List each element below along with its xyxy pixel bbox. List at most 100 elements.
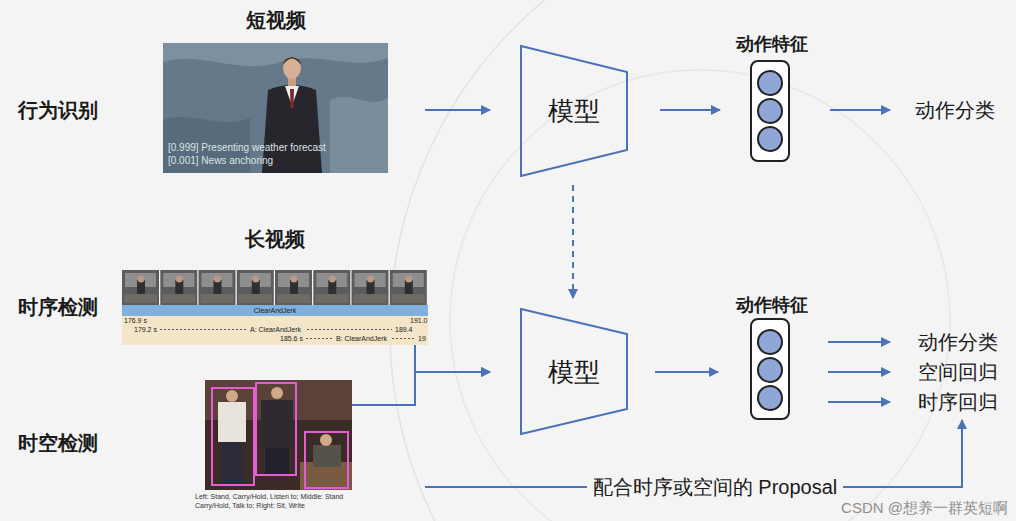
output-text: 时序回归 xyxy=(918,390,998,414)
person-head xyxy=(226,390,238,402)
output-label: 动作分类 xyxy=(918,330,998,354)
feature-vector xyxy=(751,61,789,161)
edge-label: 配合时序或空间的 Proposal xyxy=(587,475,844,499)
model-label: 模型 xyxy=(548,357,600,387)
time-label: 191.0 xyxy=(410,316,428,325)
person-head xyxy=(271,387,283,399)
output-label: 空间回归 xyxy=(918,360,998,384)
interval-line xyxy=(306,338,333,339)
ground-truth-bar xyxy=(122,305,428,316)
feature-cell xyxy=(758,330,782,354)
video-strip: 长视频ClearAndJerk176.9 s191.0179.2 sA: Cle… xyxy=(122,270,428,345)
flow-arrow xyxy=(655,371,718,373)
interval-line xyxy=(392,338,415,339)
feature-vector xyxy=(751,319,789,419)
presenter-hair xyxy=(283,57,301,65)
interval-label: B: ClearAndJerk xyxy=(336,334,387,343)
flow-arrow xyxy=(352,372,490,405)
flow-arrow xyxy=(830,109,890,111)
video-thumbnail: Left: Stand, Carry/Hold, Listen to; Midd… xyxy=(205,380,352,490)
interval-line xyxy=(160,329,246,330)
long-video-strip xyxy=(122,270,428,345)
video-heading: 短视频 xyxy=(163,7,388,33)
time-label: 19 xyxy=(418,334,426,343)
video-frame xyxy=(237,270,274,305)
row-label: 时序检测 xyxy=(18,295,98,319)
feature-cell xyxy=(758,386,782,410)
output-text: 动作分类 xyxy=(915,98,995,122)
flow-arrow xyxy=(828,401,890,403)
map-area xyxy=(330,97,388,173)
feature-cell xyxy=(758,127,782,151)
feature-ground xyxy=(751,61,789,161)
output-label: 时序回归 xyxy=(918,390,998,414)
video-frame xyxy=(160,270,197,305)
video-ground xyxy=(205,380,352,490)
model-label: 模型 xyxy=(548,96,600,126)
person-legs xyxy=(221,442,243,485)
news-video-frame xyxy=(163,43,388,173)
row-label: 行为识别 xyxy=(18,98,98,122)
feature-box: 动作特征 xyxy=(750,60,790,162)
presenter-tie xyxy=(290,89,294,108)
trapezoid-outline xyxy=(521,309,627,434)
flow-arrow xyxy=(660,109,720,111)
row-label: 时空检测 xyxy=(18,431,98,455)
feature-box: 动作特征 xyxy=(750,318,790,420)
flow-arrow xyxy=(572,185,574,298)
output-label: 动作分类 xyxy=(915,98,995,122)
output-text: 动作分类 xyxy=(918,330,998,354)
flow-arrow xyxy=(415,345,490,372)
model-block: 模型 xyxy=(520,45,628,177)
bar-label: ClearAndJerk xyxy=(122,306,428,315)
video-ground xyxy=(163,43,388,173)
annotation-ground xyxy=(122,316,428,345)
score-overlay: [0.001] News anchoring xyxy=(168,155,273,167)
feature-heading: 动作特征 xyxy=(702,32,842,56)
detection-box xyxy=(256,383,296,475)
video-frame xyxy=(390,270,427,305)
detection-box xyxy=(305,432,348,488)
video-frame xyxy=(122,270,159,305)
video-frame xyxy=(275,270,312,305)
output-text: 空间回归 xyxy=(918,360,998,384)
trapezoid-outline xyxy=(521,46,627,176)
spatial-video-frame xyxy=(205,380,352,490)
score-overlay: [0.999] Presenting weather forecast xyxy=(168,142,326,154)
time-label: 185.6 s xyxy=(280,334,303,343)
detection-box xyxy=(212,388,254,485)
person xyxy=(261,400,293,448)
video-frame xyxy=(313,270,350,305)
frame-caption: Left: Stand, Carry/Hold, Listen to; Midd… xyxy=(195,492,362,510)
feature-ground xyxy=(751,319,789,419)
person-legs xyxy=(265,448,289,474)
background-ring xyxy=(390,0,1016,521)
feature-cell xyxy=(758,358,782,382)
video-thumbnail: 短视频[0.999] Presenting weather forecast[0… xyxy=(163,43,388,173)
presenter-head xyxy=(283,57,301,79)
watermark: CSDN @想养一群英短啊 xyxy=(841,499,1008,517)
flow-arrow xyxy=(828,371,890,373)
time-label: 179.2 s xyxy=(134,325,157,334)
person xyxy=(313,445,341,467)
feature-cell xyxy=(758,71,782,95)
background-ring xyxy=(450,70,950,521)
feature-cell xyxy=(758,99,782,123)
map-area xyxy=(163,43,388,66)
flow-arrow xyxy=(828,341,890,343)
flow-arrow xyxy=(425,109,490,111)
video-frame xyxy=(199,270,236,305)
interval-line xyxy=(307,329,392,330)
feature-heading: 动作特征 xyxy=(702,293,842,317)
time-label: 176.9 s xyxy=(124,316,147,325)
time-label: 189.4 xyxy=(395,325,413,334)
video-frame xyxy=(352,270,389,305)
person xyxy=(218,402,246,442)
person-head xyxy=(320,434,332,446)
model-block: 模型 xyxy=(520,308,628,435)
